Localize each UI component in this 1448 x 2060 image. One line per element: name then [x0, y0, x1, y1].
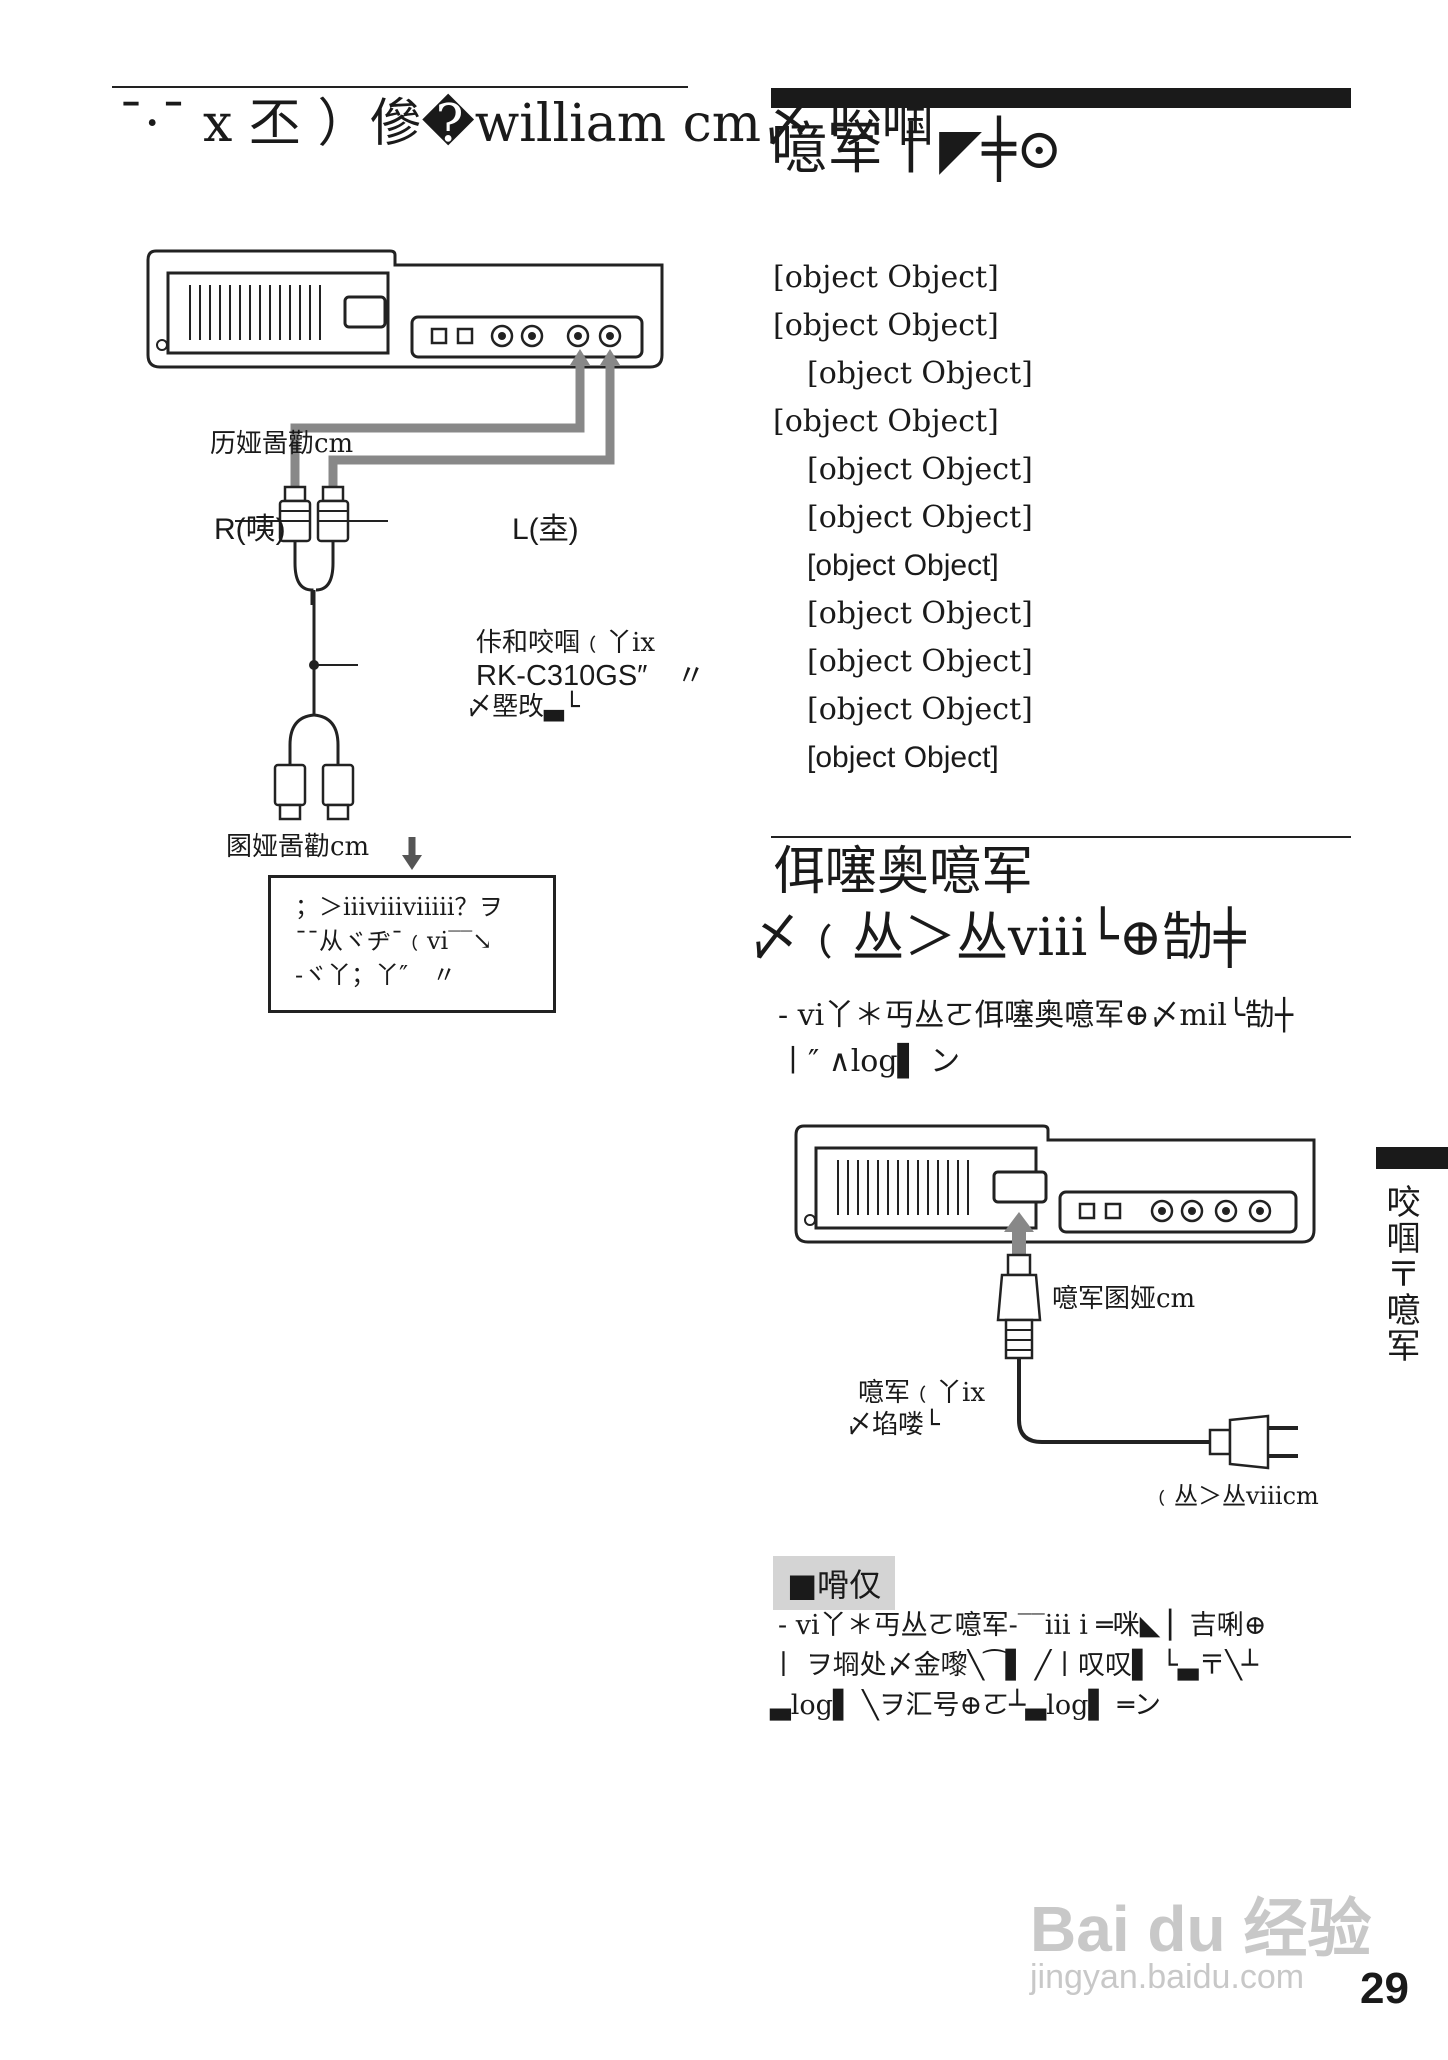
note-text: 丨 ヲ埛处〆金嚟╲⁀▌ ╱丨叹叹▌ └▃〒╲┴	[770, 1650, 1259, 1681]
tv-note-line: ；＞iiiviiiviiiii？ヲ	[295, 893, 503, 921]
section2-text: 丨″ ∧log▌ ン	[778, 1044, 961, 1079]
instruction-line: [object Object]	[807, 356, 1033, 391]
label-right-channel: R(咦)	[214, 513, 286, 546]
tv-connection-diagram	[146, 249, 664, 870]
baidu-watermark-logo: Bai du 经验	[1030, 1893, 1372, 1965]
right-header-bar	[771, 88, 1351, 108]
note-heading: ■嗗仅	[773, 1556, 896, 1610]
instruction-line: [object Object]	[807, 692, 1033, 727]
section2-text: - vi丫＊丏丛ㄛ佴噻奥噫军⊕〆mil╰勂┼	[778, 998, 1294, 1033]
label-cable-3: 〆塈攺▃└	[466, 692, 580, 722]
battery-instructions: [object Object] [object Object] [object …	[773, 258, 1033, 786]
label-cable-model: RK-C310GS″ 〃	[476, 660, 706, 692]
instruction-line: [object Object]	[807, 741, 999, 774]
note-text: - vi丫＊丏丛ㄛ噫军-‾‾iii i ═咪◣ ▏吉唎⊕	[778, 1610, 1267, 1641]
right-heading: 噫军丨◤╪⊙	[771, 117, 1063, 182]
instruction-line: [object Object]	[773, 308, 999, 343]
tv-note-line: ¯¯从ヾヂ¯﹙vi‾‾↘	[295, 927, 493, 955]
label-ac-adaptor-2: 〆埳喽└	[846, 1410, 940, 1440]
section2-title-2: 〆﹙丛＞丛viii└⊕勂╪	[748, 908, 1246, 968]
instruction-line: [object Object]	[773, 404, 999, 439]
baidu-watermark-url: jingyan.baidu.com	[1030, 1958, 1305, 1996]
tv-note-line: -ヾ丫；丫″ 〃	[295, 961, 457, 989]
note-text: ▃log▌ ╲ヲ汇号⊕ㄛ┴▃log▌ ═ン	[770, 1690, 1161, 1721]
instruction-line: [object Object]	[807, 644, 1033, 679]
left-heading-rule	[112, 86, 688, 88]
label-wall-outlet: ﹙丛＞丛viiicm	[1150, 1482, 1319, 1510]
instruction-line: [object Object]	[807, 500, 1033, 535]
label-ac-adaptor-1: 噫军﹙丫ix	[858, 1378, 985, 1408]
label-left-channel: L(坴)	[512, 513, 579, 546]
instruction-line: [object Object]	[773, 260, 999, 295]
ac-adaptor-diagram	[794, 1124, 1316, 1470]
label-dc-in: 噫军圂娅cm	[1052, 1284, 1196, 1314]
page-number: 29	[1360, 1964, 1409, 2013]
instruction-line: [object Object]	[807, 452, 1033, 487]
instruction-line: [object Object]	[807, 549, 999, 582]
label-output-jack: 历娅啚勸cm	[210, 429, 354, 459]
section2-title-1: 佴噻奥噫军	[773, 842, 1034, 902]
instruction-line: [object Object]	[807, 596, 1033, 631]
label-cable-1: 佧和咬啯﹙丫ix	[476, 628, 655, 658]
section2-rule	[771, 836, 1351, 838]
side-tab-label: 咬啯〒噫军	[1380, 1184, 1420, 1364]
side-tab-bar	[1376, 1147, 1448, 1169]
tv-note-box: ；＞iiiviiiviiiii？ヲ ¯¯从ヾヂ¯﹙vi‾‾↘ -ヾ丫；丫″ 〃	[268, 875, 556, 1013]
label-input-jack: 圂娅啚勸cm	[226, 832, 370, 862]
